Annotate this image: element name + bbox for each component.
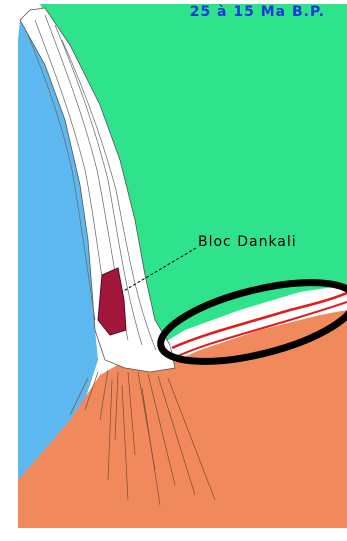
- bloc-dankali-label: Bloc Dankali: [198, 234, 297, 250]
- map-title: 25 à 15 Ma B.P.: [190, 4, 325, 20]
